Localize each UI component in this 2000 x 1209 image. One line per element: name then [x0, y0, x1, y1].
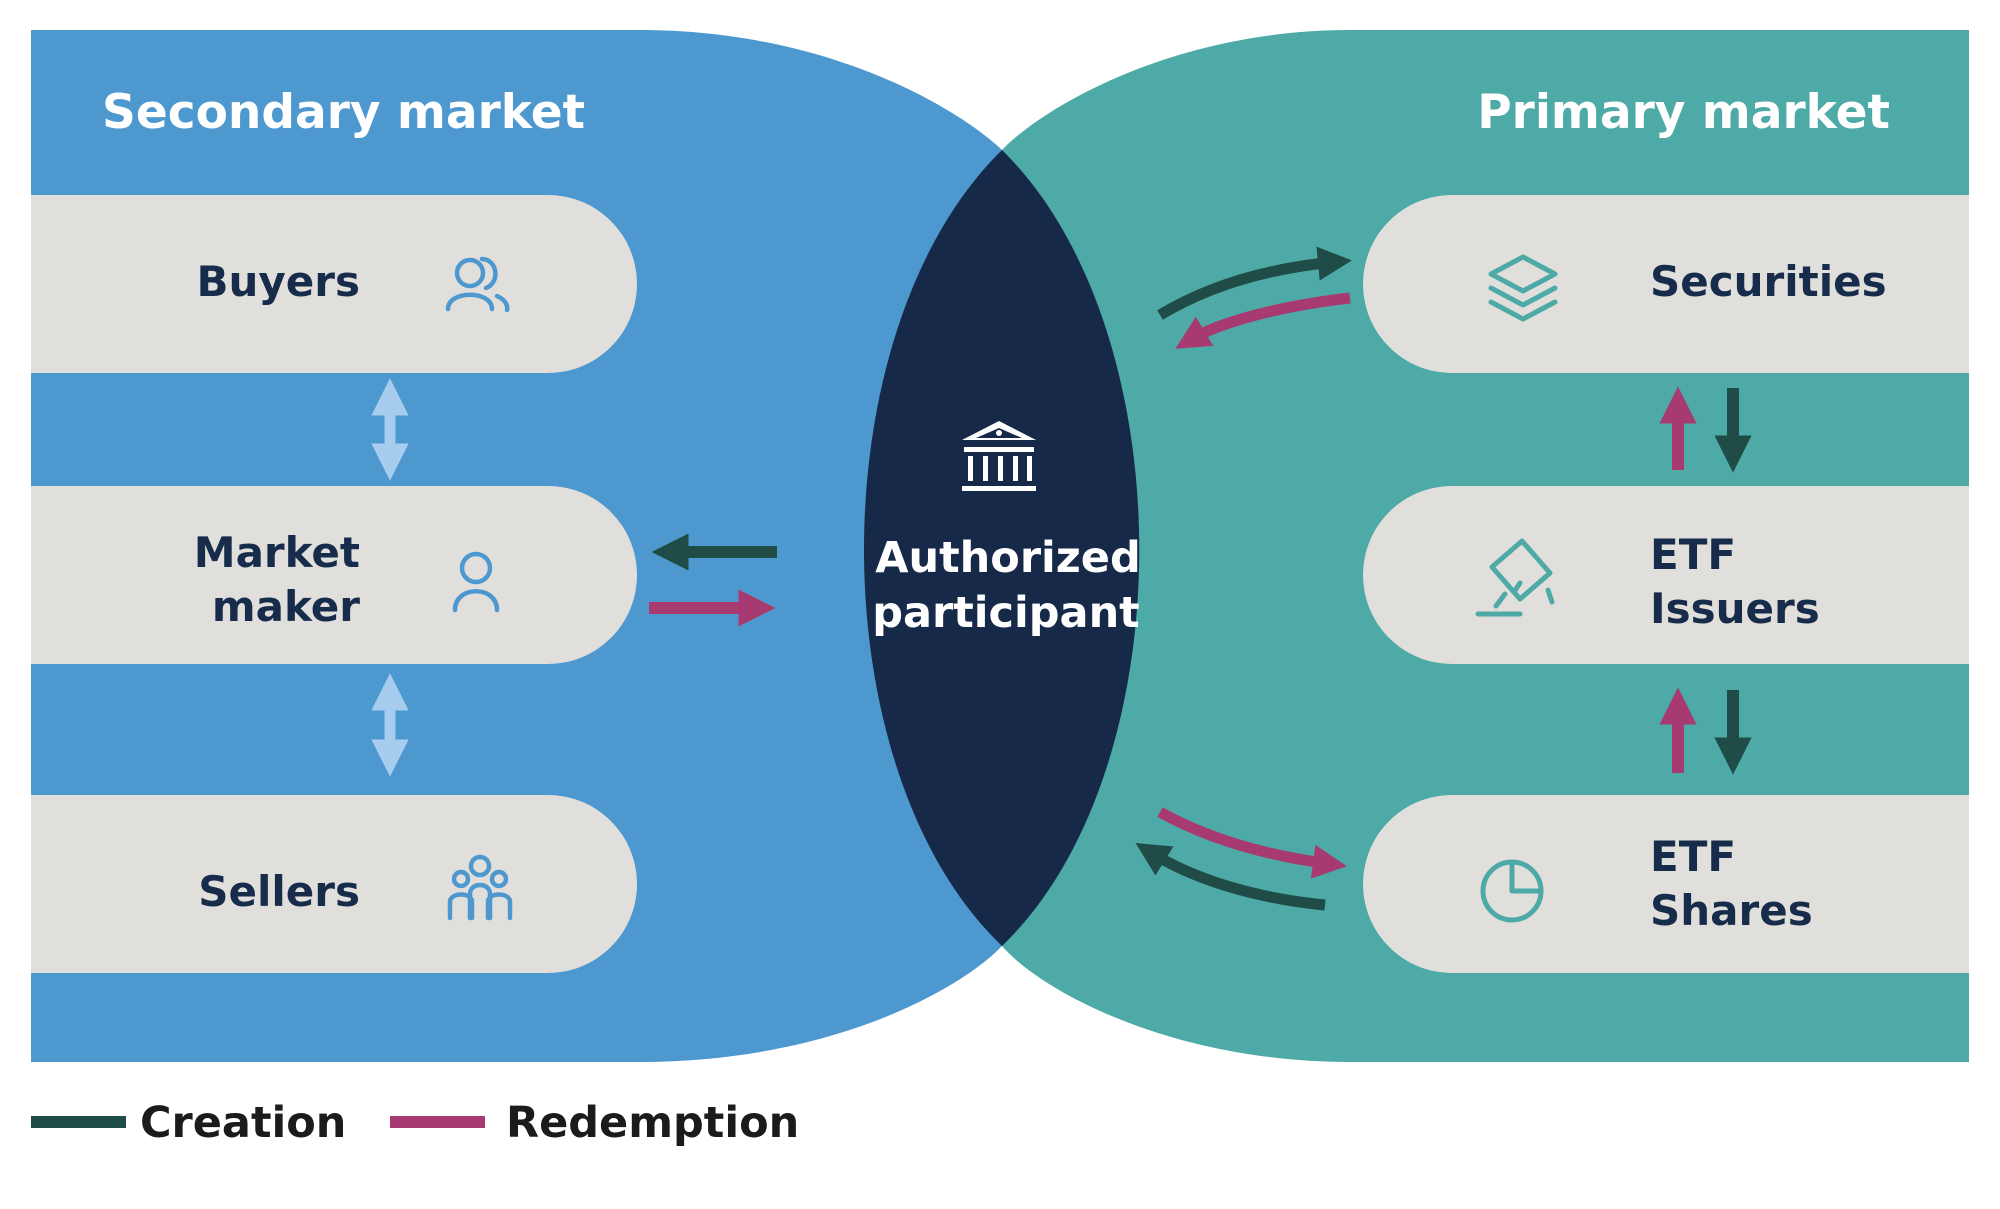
- buyers-label: Buyers: [197, 257, 361, 306]
- authorized-participant-zone: [864, 150, 1140, 946]
- pie-chart-icon: [1480, 859, 1544, 923]
- user-icon: [452, 551, 500, 613]
- legend: Creation Redemption: [31, 1098, 799, 1148]
- legend-swatch-redemption: [390, 1116, 485, 1128]
- market-maker-label-line2: maker: [212, 582, 360, 631]
- secondary-market-title: Secondary market: [102, 85, 585, 140]
- legend-swatch-creation: [31, 1116, 126, 1128]
- market-maker-label-line1: Market: [194, 528, 360, 577]
- layers-icon: [1488, 254, 1558, 322]
- sellers-label: Sellers: [198, 867, 360, 916]
- pill-market-maker: [31, 486, 637, 664]
- group-icon: [447, 854, 513, 921]
- users-icon: [445, 256, 510, 313]
- authorized-participant-label-line1: Authorized: [875, 533, 1141, 583]
- flow-arrows: [371, 246, 1752, 911]
- gavel-icon: [1475, 538, 1555, 617]
- pill-buyers: [31, 195, 637, 373]
- primary-market-title: Primary market: [1477, 85, 1890, 140]
- pill-etf-shares: [1363, 795, 1969, 973]
- creation-arrow-ap-to-securities: [1157, 246, 1352, 320]
- legend-label-creation: Creation: [140, 1098, 346, 1148]
- legend-label-redemption: Redemption: [506, 1098, 799, 1148]
- etf-shares-label-line2: Shares: [1650, 886, 1813, 935]
- securities-label: Securities: [1650, 257, 1887, 306]
- redemption-arrow-securities-to-ap: [1175, 292, 1351, 349]
- redemption-arrow-ap-to-etf-shares: [1157, 807, 1347, 879]
- creation-arrow-etf-shares-to-ap: [1135, 842, 1326, 911]
- etf-issuers-label-line1: ETF: [1650, 530, 1736, 579]
- authorized-participant-label-line2: participant: [872, 588, 1140, 638]
- etf-shares-label-line1: ETF: [1650, 832, 1736, 881]
- pill-etf-issuers: [1363, 486, 1969, 664]
- pill-securities: [1363, 195, 1969, 373]
- pill-sellers: [31, 795, 637, 973]
- bank-icon: [962, 421, 1036, 491]
- etf-issuers-label-line2: Issuers: [1650, 584, 1820, 633]
